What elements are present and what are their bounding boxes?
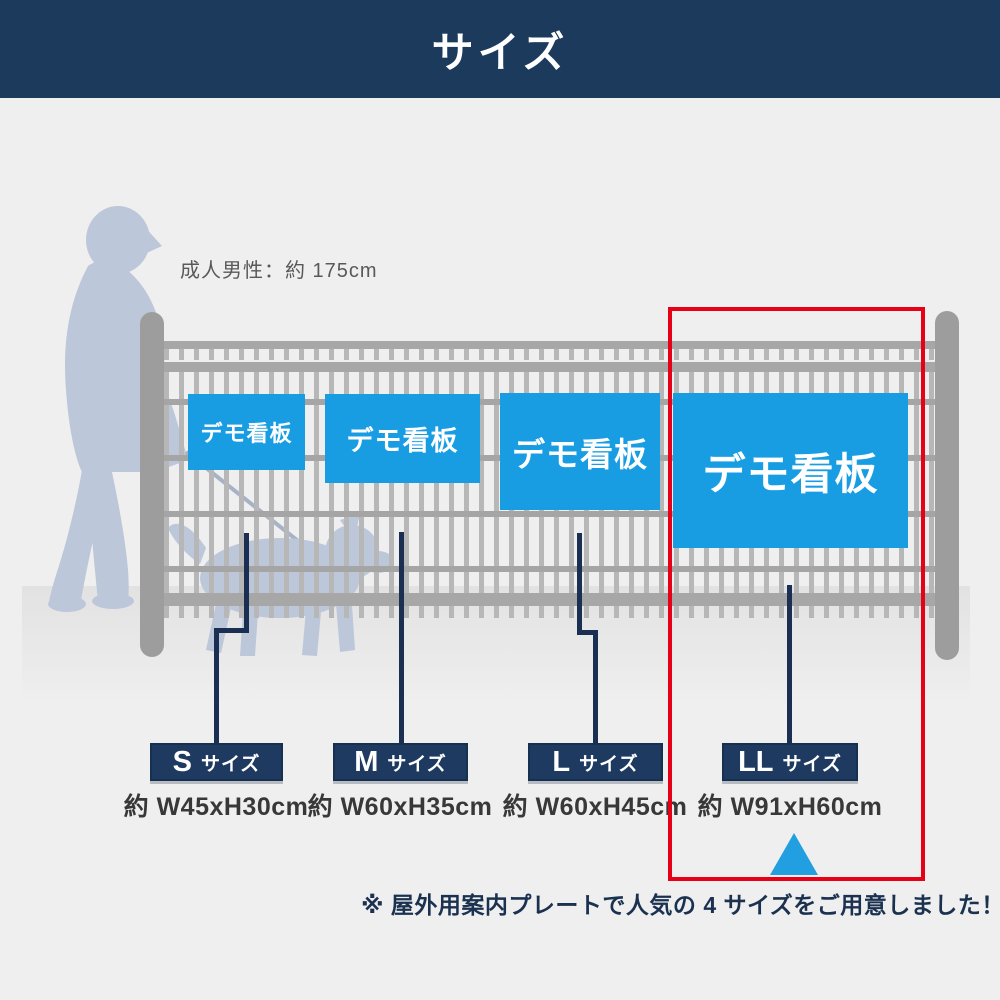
size-word: サイズ: [782, 753, 842, 775]
size-word: サイズ: [579, 753, 639, 775]
demo-sign-m-label: デモ看板: [346, 426, 459, 456]
size-tag-l: L サイズ: [528, 743, 663, 781]
demo-sign-ll-label: デモ看板: [702, 450, 879, 499]
size-word: サイズ: [200, 753, 261, 775]
demo-sign-ll: デモ看板: [673, 393, 908, 548]
fence-rail-mid-3: [164, 511, 935, 517]
connector-l: [593, 630, 598, 743]
connector-s: [214, 628, 249, 633]
title-bar: サイズ: [0, 0, 1000, 98]
size-code: L: [552, 745, 571, 778]
size-code: M: [354, 745, 379, 778]
demo-sign-l-label: デモ看板: [512, 435, 648, 473]
size-code: LL: [738, 745, 774, 778]
demo-sign-s-label: デモ看板: [200, 421, 293, 446]
connector-m: [399, 532, 404, 743]
connector-ll: [787, 585, 792, 743]
dimensions-l: 約 W60xH45cm: [502, 793, 688, 821]
fence-rail-top: [164, 341, 935, 349]
footnote: ※ 屋外用案内プレートで人気の 4 サイズをご用意しました！: [361, 892, 1000, 918]
fence-post-left: [140, 312, 164, 657]
connector-l: [577, 630, 598, 635]
triangle-pointer-icon: [770, 833, 818, 875]
size-tag-ll: LL サイズ: [722, 743, 858, 781]
dimensions-ll: 約 W91xH60cm: [697, 793, 883, 821]
fence-rail-bottom: [164, 593, 935, 606]
fence-rail-upper: [164, 362, 935, 372]
size-tag-m: M サイズ: [333, 743, 468, 781]
fence-ticks-bottom: [164, 606, 935, 618]
demo-sign-s: デモ看板: [188, 394, 305, 470]
page-title: サイズ: [431, 28, 569, 76]
fence-rail-mid-4: [164, 566, 935, 572]
size-tag-s: S サイズ: [150, 743, 283, 781]
adult-height-label: 成人男性：約 175cm: [180, 260, 378, 282]
demo-sign-m: デモ看板: [325, 394, 480, 483]
connector-s: [244, 533, 249, 633]
dimensions-s: 約 W45xH30cm: [123, 793, 309, 821]
size-word: サイズ: [387, 753, 447, 775]
dimensions-m: 約 W60xH35cm: [307, 793, 493, 821]
fence-post-right: [935, 311, 959, 660]
connector-s: [214, 628, 219, 743]
fence-ticks-top: [164, 349, 935, 360]
demo-sign-l: デモ看板: [500, 393, 660, 510]
highlight-box-ll: [668, 307, 925, 881]
size-code: S: [172, 745, 192, 778]
connector-l: [577, 533, 582, 635]
